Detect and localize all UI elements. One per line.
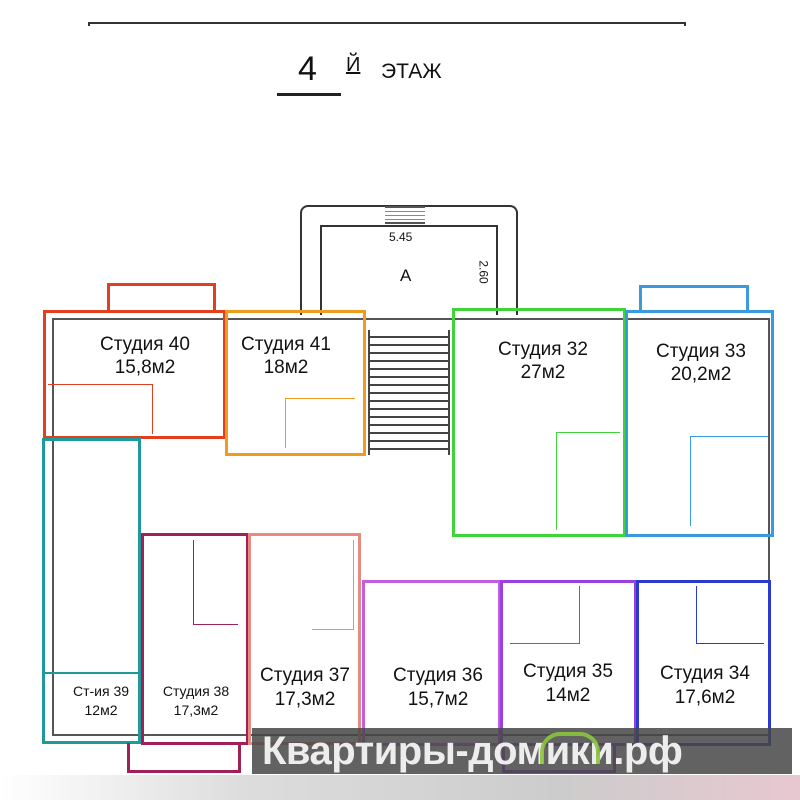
room-39-outline[interactable]: [42, 438, 141, 744]
room-area: 15,7м2: [407, 689, 469, 710]
house-logo-icon: [540, 732, 600, 764]
room-area: 17,3м2: [274, 689, 336, 710]
room-name: Ст-ия 39: [72, 683, 130, 699]
room-area: 15,8м2: [114, 357, 176, 378]
room-area: 17,6м2: [674, 687, 736, 708]
room-name: Студия 33: [656, 341, 746, 362]
floor-suffix: Й: [346, 54, 361, 76]
top-border-line: [88, 22, 686, 26]
floor-word: ЭТАЖ: [381, 60, 442, 83]
room-37-door: [312, 540, 354, 630]
room-36-outline[interactable]: [362, 580, 501, 746]
room-33-door: [690, 436, 768, 526]
room-33-balcony: [639, 285, 749, 312]
room-name: Студия 40: [100, 334, 190, 355]
room-name: Студия 38: [162, 683, 230, 699]
room-name: Студия 37: [260, 665, 350, 686]
floor-number: 4: [298, 50, 317, 88]
room-area: 20,2м2: [670, 364, 732, 385]
room-area: 14м2: [545, 685, 591, 706]
watermark-band: [252, 728, 792, 774]
room-41-outline[interactable]: [225, 310, 366, 456]
height-dimension: 2.60: [476, 260, 491, 284]
watermark-text: Квартиры-домики.рф: [262, 729, 683, 773]
room-34-door: [696, 586, 764, 644]
width-dimension: 5.45: [389, 230, 413, 244]
bottom-blur: [0, 775, 800, 800]
room-area: 12м2: [84, 702, 118, 718]
room-33-outline[interactable]: [625, 310, 774, 537]
room-39-divider: [45, 672, 138, 674]
room-39-label: Ст-ия 39 12м2: [62, 682, 140, 720]
room-35-label: Студия 35 14м2: [502, 660, 634, 708]
room-name: Студия 41: [241, 334, 331, 355]
room-area: 17,3м2: [173, 702, 219, 718]
room-name: Студия 35: [523, 661, 613, 682]
window: [385, 206, 425, 224]
stair-hall-inner-wall: [320, 225, 498, 315]
room-name: Студия 36: [393, 665, 483, 686]
room-32-door: [556, 432, 620, 530]
stair-room-label: А: [400, 266, 412, 285]
room-34-label: Студия 34 17,6м2: [640, 662, 770, 710]
staircase: [368, 330, 450, 455]
room-area: 27м2: [520, 362, 566, 383]
room-38-label: Студия 38 17,3м2: [146, 682, 246, 720]
room-32-outline[interactable]: [452, 308, 626, 537]
room-name: Студия 32: [498, 339, 588, 360]
room-40-balcony: [107, 283, 216, 312]
room-38-balcony: [127, 743, 241, 773]
room-40-door: [48, 384, 153, 434]
room-41-door: [285, 398, 355, 448]
room-36-label: Студия 36 15,7м2: [376, 664, 500, 712]
room-38-outline[interactable]: [141, 533, 249, 745]
room-35-door: [510, 586, 580, 644]
room-37-label: Студия 37 17,3м2: [250, 664, 360, 712]
room-name: Студия 34: [660, 663, 750, 684]
floor-number-underline: [277, 93, 341, 96]
room-area: 18м2: [263, 357, 309, 378]
room-38-door: [193, 540, 238, 625]
room-40-outline[interactable]: [43, 310, 226, 439]
